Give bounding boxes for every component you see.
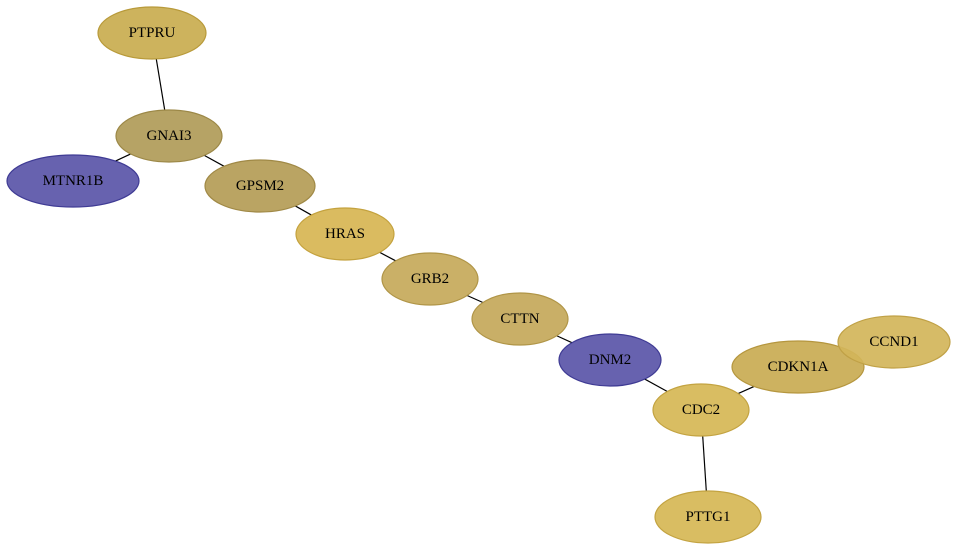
node-label: CTTN — [500, 311, 539, 327]
node-ellipse[interactable] — [295, 207, 395, 261]
node-ellipse[interactable] — [115, 109, 223, 163]
node-cttn[interactable]: CTTN — [471, 292, 569, 346]
edge-layer — [115, 58, 854, 492]
node-cdc2[interactable]: CDC2 — [652, 383, 750, 437]
node-label: GNAI3 — [147, 128, 192, 144]
edge-grb2-cttn — [466, 294, 484, 304]
node-label: PTTG1 — [686, 509, 731, 525]
node-ellipse[interactable] — [471, 292, 569, 346]
node-label: GRB2 — [411, 271, 449, 287]
node-dnm2[interactable]: DNM2 — [558, 333, 662, 387]
node-pttg1[interactable]: PTTG1 — [654, 490, 762, 544]
node-label: CDC2 — [682, 402, 720, 418]
node-ellipse[interactable] — [837, 315, 951, 369]
node-ellipse[interactable] — [381, 252, 479, 306]
node-ellipse[interactable] — [652, 383, 750, 437]
edge-gpsm2-hras — [295, 205, 312, 216]
edge-cttn-dnm2 — [556, 335, 573, 344]
edge-gnai3-mtnr1b — [115, 153, 131, 162]
node-ellipse[interactable] — [6, 154, 140, 208]
edge-cdc2-cdkn1a — [737, 385, 755, 395]
node-gnai3[interactable]: GNAI3 — [115, 109, 223, 163]
edge-ptpru-gnai3 — [155, 58, 166, 111]
node-label: CCND1 — [869, 334, 918, 350]
node-gpsm2[interactable]: GPSM2 — [204, 159, 316, 213]
node-grb2[interactable]: GRB2 — [381, 252, 479, 306]
node-ellipse[interactable] — [654, 490, 762, 544]
node-ellipse[interactable] — [97, 6, 207, 60]
node-hras[interactable]: HRAS — [295, 207, 395, 261]
node-label: GPSM2 — [236, 178, 284, 194]
node-label: DNM2 — [589, 352, 632, 368]
node-ellipse[interactable] — [558, 333, 662, 387]
node-label: MTNR1B — [43, 173, 104, 189]
edge-dnm2-cdc2 — [644, 378, 668, 393]
edge-cdc2-pttg1 — [702, 435, 707, 492]
node-label: CDKN1A — [768, 359, 829, 375]
node-label: HRAS — [325, 226, 365, 242]
node-ellipse[interactable] — [731, 340, 865, 394]
node-label: PTPRU — [129, 25, 176, 41]
edge-hras-grb2 — [379, 251, 396, 262]
node-ellipse[interactable] — [204, 159, 316, 213]
node-mtnr1b[interactable]: MTNR1B — [6, 154, 140, 208]
node-cdkn1a[interactable]: CDKN1A — [731, 340, 865, 394]
node-ptpru[interactable]: PTPRU — [97, 6, 207, 60]
node-ccnd1[interactable]: CCND1 — [837, 315, 951, 369]
edge-gnai3-gpsm2 — [204, 154, 225, 167]
